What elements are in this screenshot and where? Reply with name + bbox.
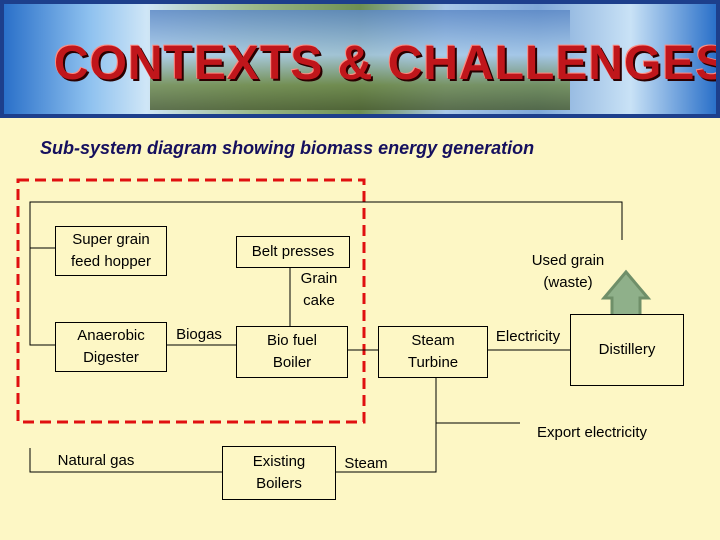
banner-title: CONTEXTS & CHALLENGES [54, 37, 716, 90]
natural-gas-box: Natural gas [30, 450, 162, 472]
turbine-box: Steam Turbine [378, 326, 488, 378]
belt-presses-box: Belt presses [236, 236, 350, 268]
diagram-subtitle: Sub-system diagram showing biomass energ… [40, 138, 535, 158]
turbine-label: Steam Turbine [407, 332, 459, 371]
distillery-box: Distillery [570, 314, 684, 386]
grain-cake-label: Grain cake [300, 270, 338, 309]
subsystem-boundary [16, 178, 366, 424]
flow-export [435, 375, 520, 424]
electricity-label: Electricity [495, 328, 561, 345]
export-electricity-label: Export electricity [536, 424, 648, 441]
flow-top-loop [29, 201, 623, 248]
existing-boilers-label: Existing Boilers [252, 453, 306, 492]
used-grain-label: Used grain (waste) [531, 252, 605, 291]
banner: CONTEXTS & CHALLENGES [0, 0, 720, 118]
distillery-label: Distillery [598, 341, 656, 358]
natural-gas-label: Natural gas [57, 452, 135, 469]
biogas-label: Biogas [176, 326, 222, 343]
boiler-box: Bio fuel Boiler [236, 326, 348, 378]
hopper-box: Super grain feed hopper [55, 226, 167, 276]
digester-box: Anaerobic Digester [55, 322, 167, 372]
flow-natural-gas [29, 448, 222, 473]
boiler-label: Bio fuel Boiler [266, 332, 318, 371]
flow-hopper-to-digester [29, 248, 55, 346]
digester-label: Anaerobic Digester [77, 327, 145, 366]
steam-label: Steam [344, 455, 388, 472]
banner-photo-collage [150, 10, 570, 110]
existing-boilers-box: Existing Boilers [222, 446, 336, 500]
hopper-label: Super grain feed hopper [70, 231, 152, 270]
belt-presses-label: Belt presses [251, 243, 335, 260]
banner-image: CONTEXTS & CHALLENGES [4, 4, 716, 114]
flow-steam [336, 423, 437, 473]
